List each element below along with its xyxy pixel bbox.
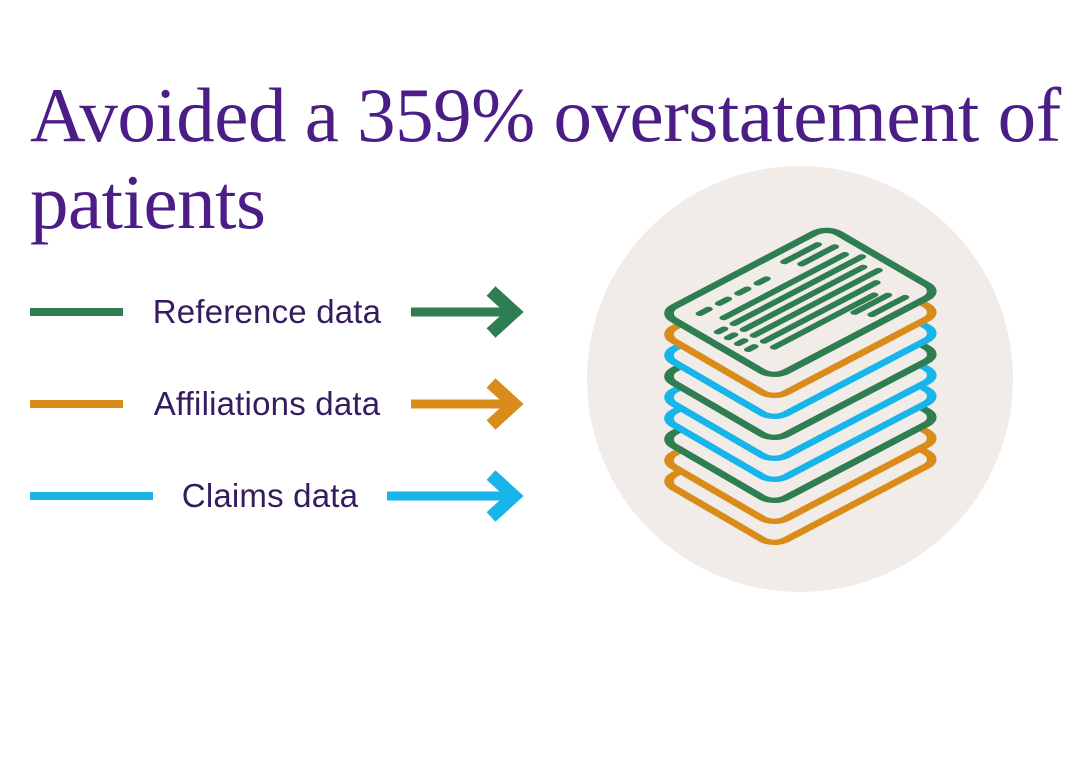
legend-label-affiliations: Affiliations data — [153, 385, 381, 422]
document-text-lines — [695, 242, 910, 353]
legend-row-claims: Claims data — [30, 466, 527, 526]
reference-arrow-icon — [411, 286, 524, 338]
reference-color-line — [30, 308, 123, 316]
document-stack — [664, 227, 937, 545]
stacked-documents-illustration — [587, 166, 1013, 592]
legend-label-claims: Claims data — [181, 477, 359, 514]
page-title: Avoided a 359% overstatement of patients — [30, 71, 1061, 246]
legend-row-affiliations: Affiliations data — [30, 374, 527, 434]
affiliations-color-line — [30, 400, 123, 408]
affiliations-arrow-icon — [411, 378, 524, 430]
legend-label-reference: Reference data — [152, 293, 382, 330]
legend-row-reference: Reference data — [30, 282, 527, 342]
claims-arrow-icon — [387, 470, 524, 522]
claims-color-line — [30, 492, 153, 500]
